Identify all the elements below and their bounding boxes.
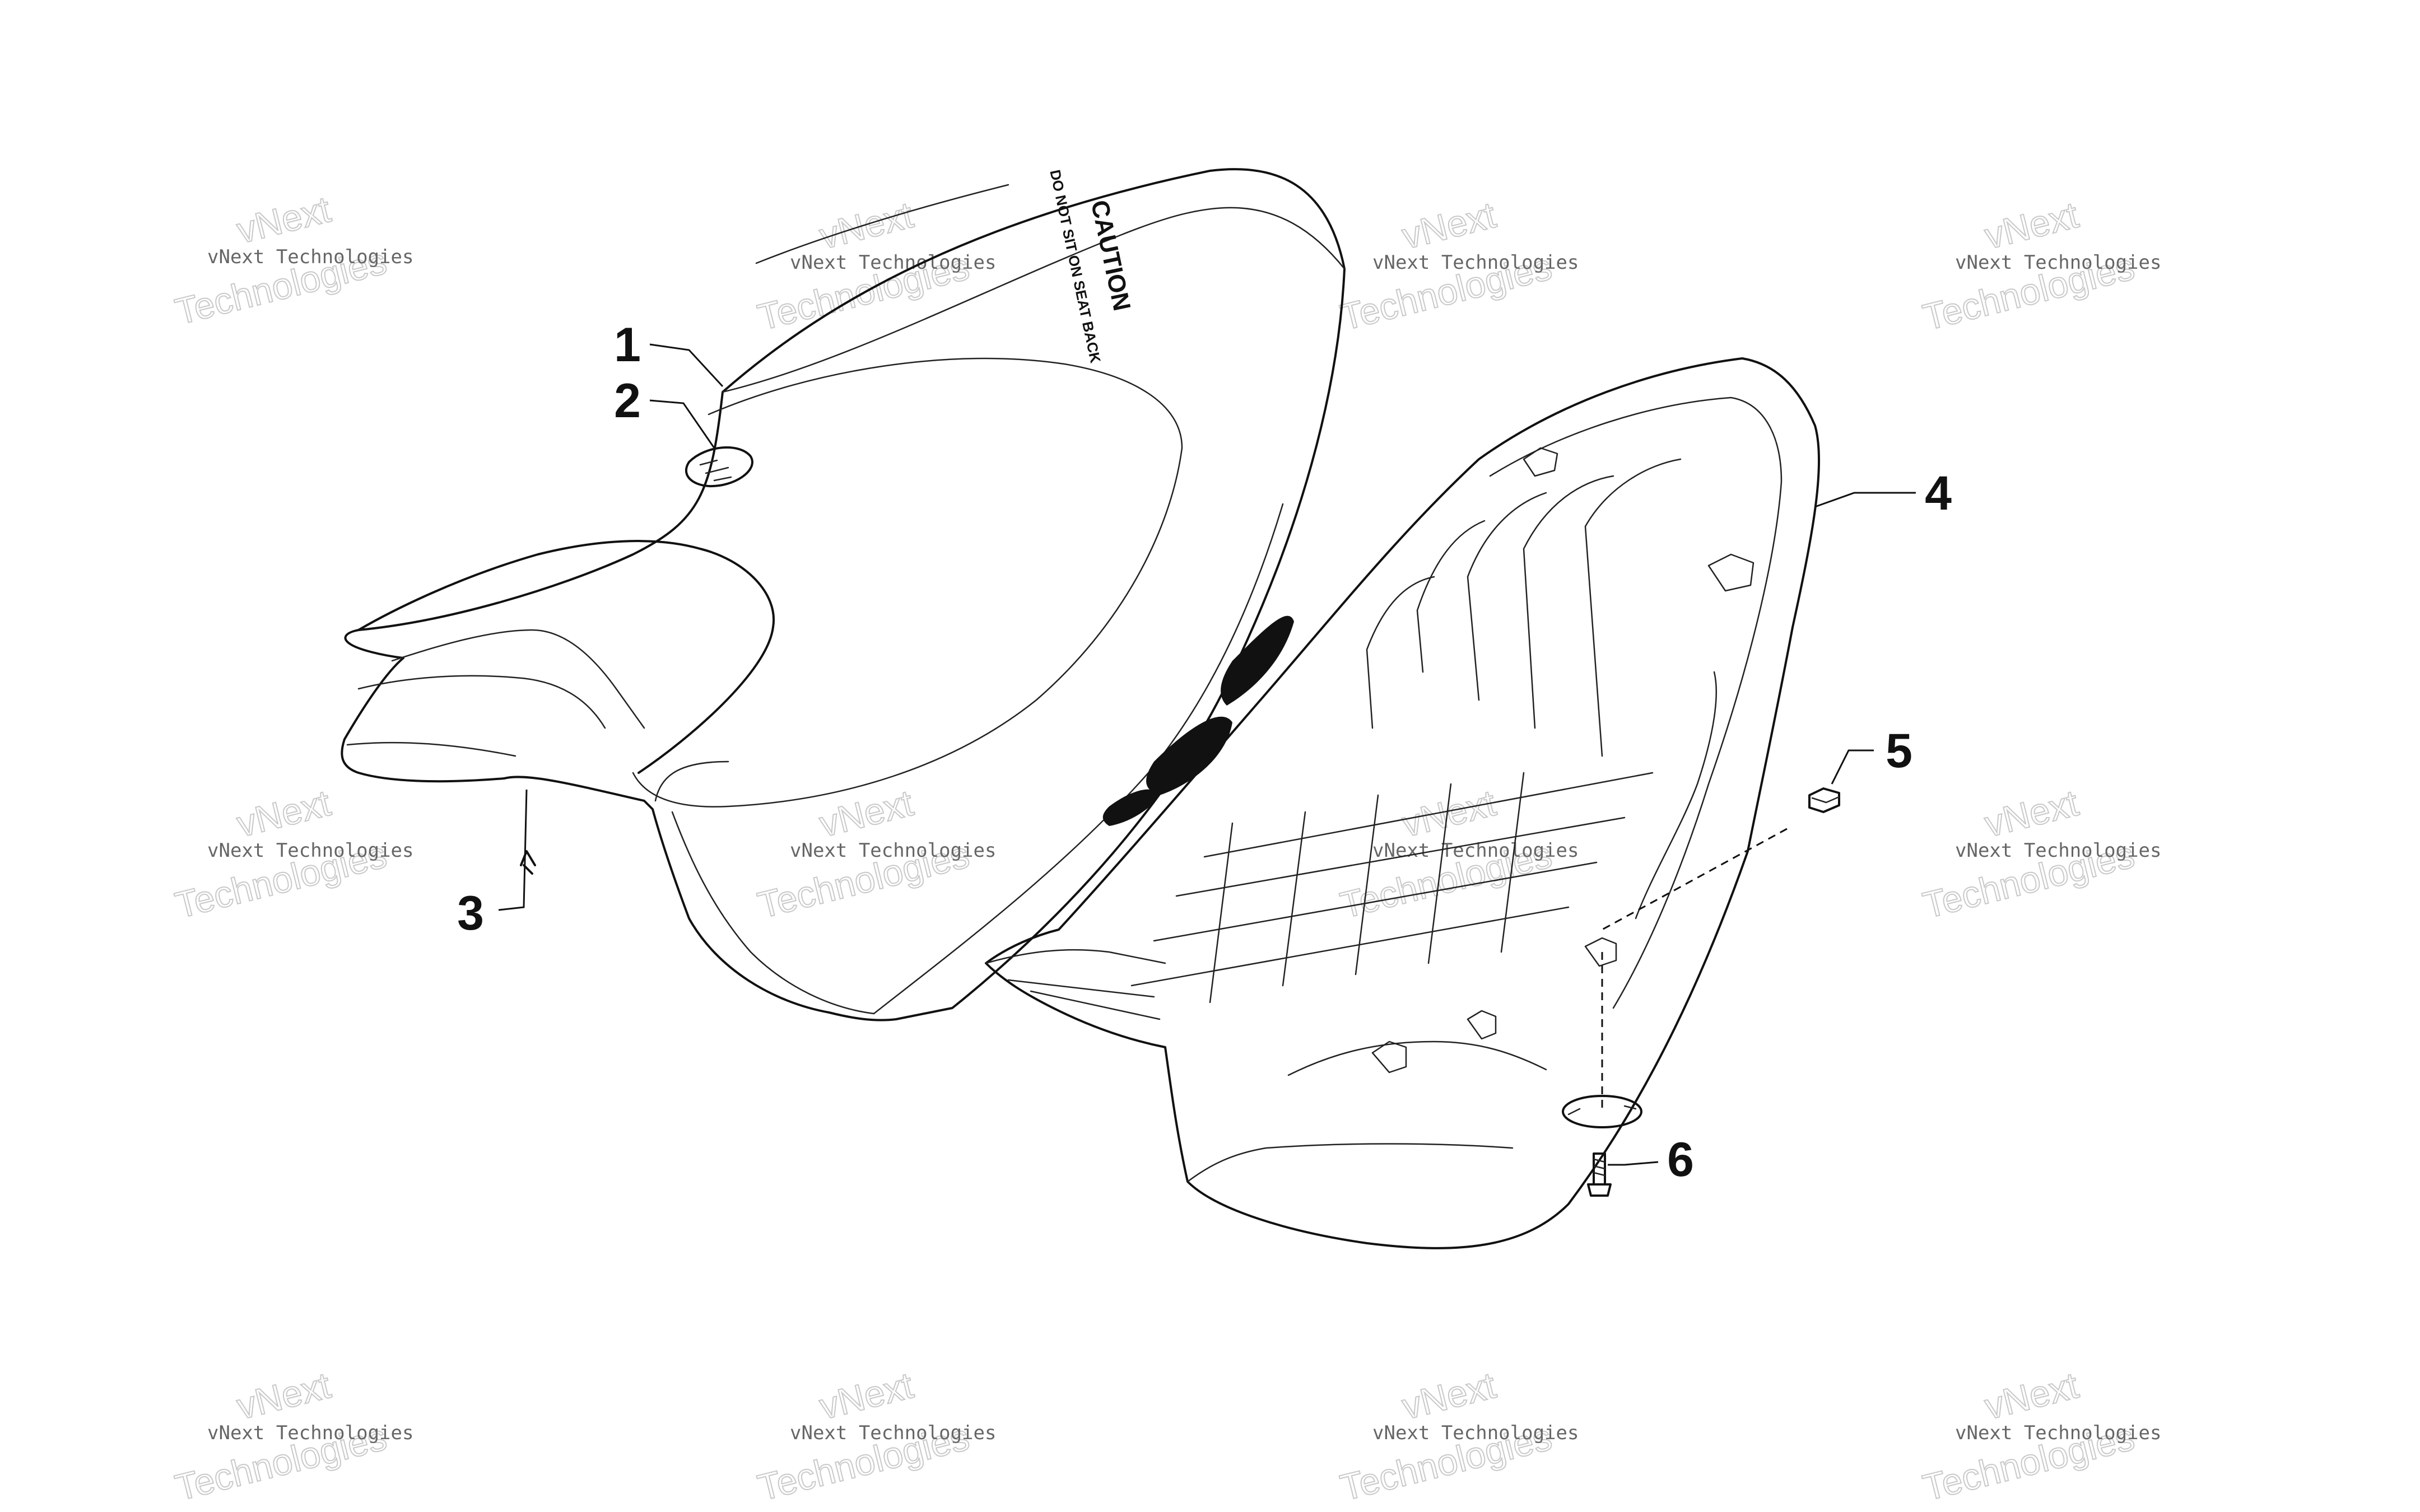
leader-line xyxy=(1814,492,1916,508)
svg-text:vNext Technologies: vNext Technologies xyxy=(1372,839,1579,862)
watermark: vNext Technologies vNext Technologies xyxy=(753,781,996,927)
svg-text:vNext: vNext xyxy=(815,1364,917,1427)
callout-5: 5 xyxy=(1886,724,1912,778)
watermark: vNext Technologies vNext Technologies xyxy=(170,781,413,927)
svg-text:DO NOT SIT ON SEAT BACK: DO NOT SIT ON SEAT BACK xyxy=(1046,168,1104,365)
watermark: vNext Technologies vNext Technologies xyxy=(1918,781,2161,927)
leader-line xyxy=(498,789,528,911)
callout-3: 3 xyxy=(457,886,484,940)
callout-1: 1 xyxy=(614,318,641,372)
svg-text:vNext Technologies: vNext Technologies xyxy=(790,1422,996,1444)
watermark: vNext Technologies vNext Technologies xyxy=(170,1364,413,1509)
watermark: vNext Technologies vNext Technologies xyxy=(1335,781,1579,927)
watermark: vNext Technologies vNext Technologies xyxy=(1918,1364,2161,1509)
svg-text:vNext Technologies: vNext Technologies xyxy=(1955,251,2161,274)
screw-washer-part xyxy=(1562,1095,1642,1197)
seat-label-patch xyxy=(685,446,753,488)
watermark: vNext Technologies vNext Technologies xyxy=(1335,193,1579,339)
svg-text:vNext: vNext xyxy=(1398,782,1500,845)
svg-text:vNext: vNext xyxy=(1980,194,2082,257)
svg-text:vNext: vNext xyxy=(232,188,334,251)
svg-text:vNext Technologies: vNext Technologies xyxy=(790,839,996,862)
seat-outline xyxy=(341,168,1346,1021)
leader-line xyxy=(649,399,715,449)
svg-text:vNext Technologies: vNext Technologies xyxy=(1372,1422,1579,1444)
seat-base-outline xyxy=(985,357,1821,1249)
watermark: vNext Technologies vNext Technologies xyxy=(1918,193,2161,339)
clip-part xyxy=(520,850,536,875)
leader-line xyxy=(1608,1161,1659,1166)
leader-line xyxy=(1831,749,1874,785)
svg-text:CAUTION: CAUTION xyxy=(1086,198,1136,313)
watermark: vNext Technologies vNext Technologies xyxy=(753,193,996,339)
callout-2: 2 xyxy=(614,374,641,428)
watermark: vNext Technologies vNext Technologies xyxy=(753,1364,996,1509)
svg-text:vNext Technologies: vNext Technologies xyxy=(207,1422,413,1444)
seat-base xyxy=(985,357,1821,1249)
leader-line xyxy=(649,343,724,388)
svg-text:vNext Technologies: vNext Technologies xyxy=(790,251,996,274)
assembly-line xyxy=(1602,828,1788,931)
svg-text:vNext: vNext xyxy=(232,1364,334,1427)
svg-text:vNext Technologies: vNext Technologies xyxy=(207,246,413,268)
svg-text:vNext: vNext xyxy=(1980,1364,2082,1427)
watermark: vNext Technologies vNext Technologies xyxy=(170,188,413,333)
svg-text:vNext: vNext xyxy=(815,782,917,845)
svg-text:vNext: vNext xyxy=(815,194,917,257)
watermark-layer: vNext Technologies vNext Technologies vN… xyxy=(170,188,2161,1509)
svg-text:vNext Technologies: vNext Technologies xyxy=(1372,251,1579,274)
callout-6: 6 xyxy=(1667,1133,1694,1187)
callout-4: 4 xyxy=(1925,466,1952,520)
svg-text:vNext: vNext xyxy=(1980,782,2082,845)
watermark: vNext Technologies vNext Technologies xyxy=(1335,1364,1579,1509)
svg-text:vNext Technologies: vNext Technologies xyxy=(1955,1422,2161,1444)
svg-text:vNext Technologies: vNext Technologies xyxy=(207,839,413,862)
svg-text:vNext: vNext xyxy=(1398,1364,1500,1427)
svg-text:vNext: vNext xyxy=(1398,194,1500,257)
svg-text:vNext Technologies: vNext Technologies xyxy=(1955,839,2161,862)
svg-text:vNext: vNext xyxy=(232,782,334,845)
clip-nut-part xyxy=(1808,787,1840,813)
